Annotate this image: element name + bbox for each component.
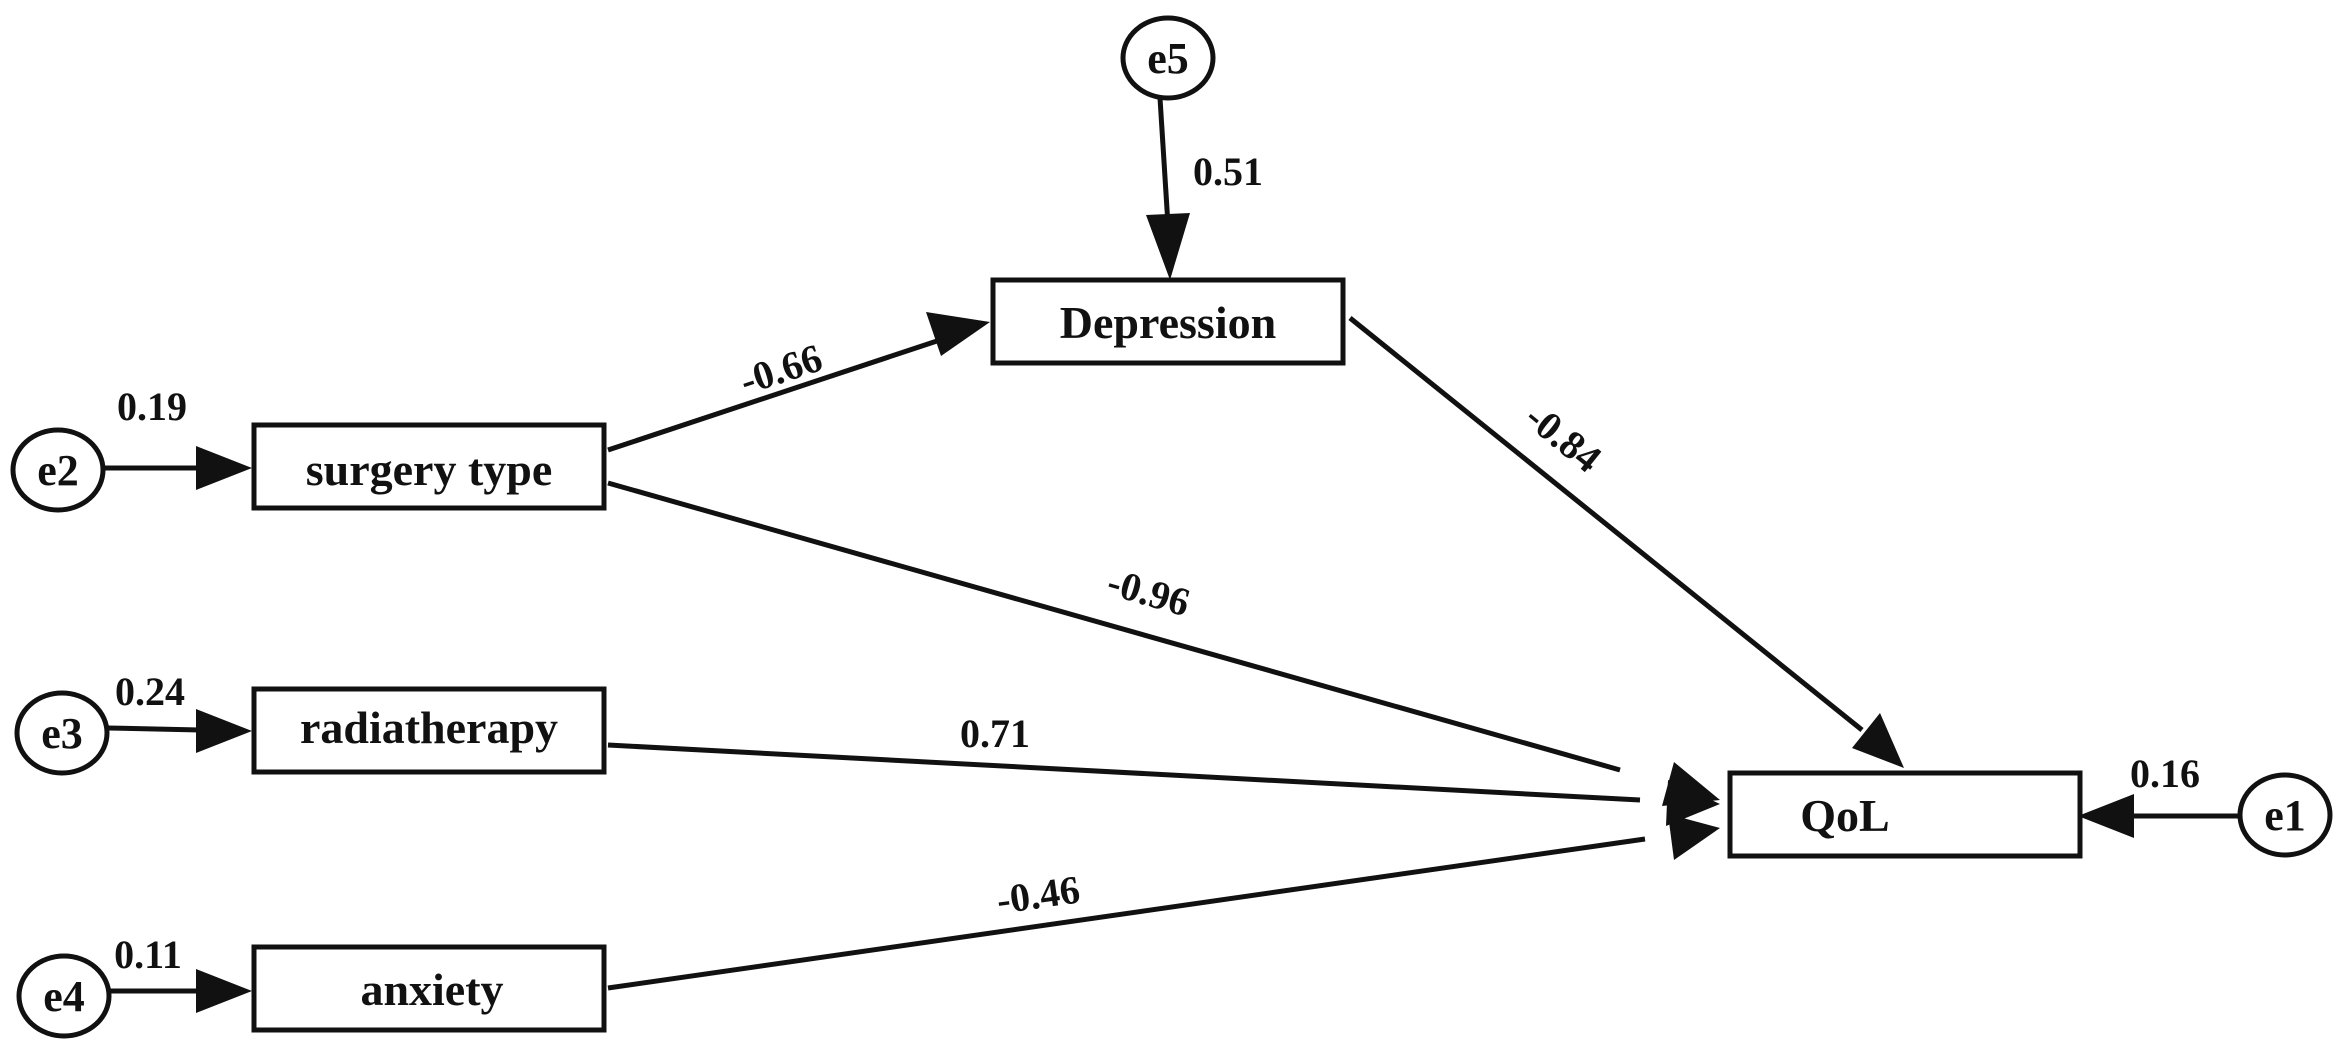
edge-depression-qol [1348,316,1864,732]
arrowhead-radiatherapy-qol [1666,780,1720,826]
error-e1: e1 [2237,772,2333,858]
node-radiatherapy-label: radiatherapy [300,702,558,753]
node-depression: Depression [990,277,1346,366]
coef-e2-surgery: 0.19 [117,384,187,429]
coef-e1-qol: 0.16 [2130,751,2200,796]
node-anxiety-label: anxiety [360,964,503,1015]
error-e3: e3 [14,690,110,776]
error-e3-label: e3 [41,709,83,758]
error-e4-label: e4 [43,972,85,1021]
coef-e3-radiatherapy: 0.24 [115,669,185,714]
coef-radiatherapy-qol: 0.71 [960,711,1030,756]
node-depression-label: Depression [1060,297,1276,348]
node-surgery-type: surgery type [251,422,607,511]
edge-radiatherapy-qol [607,742,1641,803]
edge-e3-radiatherapy [107,725,201,733]
edge-e5-depression [1157,97,1171,226]
arrowhead-depression-qol [1852,713,1904,768]
node-qol-label: QoL [1800,790,1889,841]
edge-surgery-qol [607,480,1621,773]
error-e4: e4 [16,953,112,1039]
error-e1-label: e1 [2264,791,2306,840]
arrowhead-e4-anxiety [196,969,252,1013]
node-radiatherapy: radiatherapy [251,686,607,775]
arrowhead-anxiety-qol [1668,814,1720,860]
error-e2: e2 [10,427,106,513]
node-qol: QoL [1727,770,2083,859]
node-anxiety: anxiety [251,944,607,1033]
coef-surgery-qol: -0.96 [1102,559,1195,625]
coef-anxiety-qol: -0.46 [994,867,1083,923]
arrowhead-e1-qol [2078,794,2134,838]
edge-surgery-depression [607,337,941,453]
arrowhead-e5-depression [1146,213,1190,280]
coef-e5-depression: 0.51 [1193,149,1263,194]
coef-e4-anxiety: 0.11 [114,932,182,977]
error-e5: e5 [1120,15,1216,101]
arrowhead-surgery-depression [926,312,990,356]
error-e2-label: e2 [37,446,79,495]
coef-depression-qol: -0.84 [1517,394,1610,481]
node-surgery-type-label: surgery type [306,444,553,495]
arrowhead-e3-radiatherapy [196,709,252,753]
error-e5-label: e5 [1147,34,1189,83]
edge-anxiety-qol [607,836,1646,991]
arrowhead-e2-surgery [196,446,252,490]
